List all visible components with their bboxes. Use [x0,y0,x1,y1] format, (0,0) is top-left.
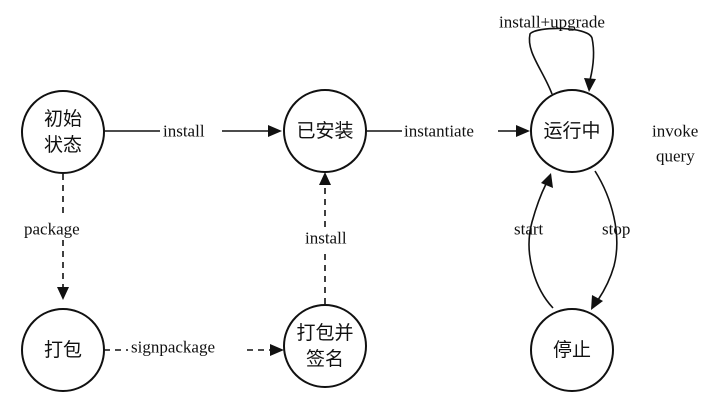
state-packaged: 打包 [21,308,105,392]
state-initial-label-line1: 初始 [44,108,82,130]
arrowhead-package [57,287,69,300]
arrowhead-signpackage [270,344,284,356]
edge-labels: install instantiate install+upgrade pack… [22,13,698,360]
label-install-up: install [305,229,347,248]
state-initial: 初始 状态 [21,90,105,174]
state-stopped: 停止 [530,308,614,392]
label-install-upgrade: install+upgrade [499,13,605,32]
state-signed: 打包并 签名 [283,304,367,388]
arrowhead-instantiate [516,125,530,137]
label-install-top: install [163,122,205,141]
state-signed-label-line1: 打包并 [296,322,353,344]
label-package: package [24,220,80,239]
edge-install-upgrade-loop [528,27,595,95]
running-action-query: query [656,147,695,166]
arrowhead-start [541,173,553,188]
arrowhead-stop [591,295,603,310]
label-instantiate: instantiate [404,122,474,141]
edge-stop [594,170,618,301]
state-initial-label-line2: 状态 [44,134,82,156]
label-stop: stop [602,220,630,239]
state-signed-label-line2: 签名 [306,348,344,370]
edge-start [528,183,554,309]
state-running-label: 运行中 [543,120,600,142]
state-packaged-label: 打包 [44,339,82,361]
label-start: start [514,220,544,239]
state-installed: 已安装 [283,89,367,173]
running-action-invoke: invoke [652,122,698,141]
state-installed-label: 已安装 [296,120,353,142]
state-running: 运行中 [530,89,614,173]
arrowhead-install-upgrade-loop [584,78,596,92]
state-stopped-label: 停止 [553,339,591,361]
label-signpackage: signpackage [131,338,215,357]
arrowhead-install-initial-to-installed [268,125,282,137]
arrowhead-install-signed-to-installed [319,172,331,185]
